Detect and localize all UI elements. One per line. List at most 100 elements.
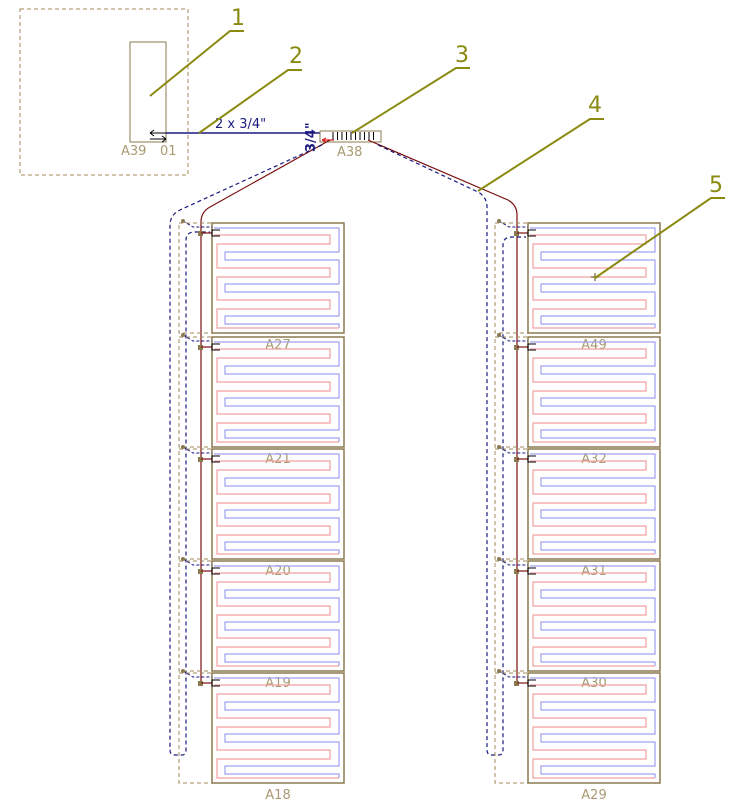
- connection-node: [198, 681, 203, 686]
- return-branch: [182, 446, 212, 454]
- callout-leader: [477, 118, 604, 192]
- panel-outline: [211, 560, 345, 672]
- panel-label: A29: [581, 788, 606, 803]
- panel-connector-icon: [527, 679, 536, 687]
- supply-line-left[interactable]: [200, 139, 331, 683]
- panel-zone-boundary: [178, 336, 213, 448]
- return-node: [181, 557, 185, 561]
- panel-A21[interactable]: A21: [178, 333, 345, 467]
- callout-2: 2: [198, 44, 303, 134]
- panel-zone-boundary: [178, 560, 213, 672]
- source-unit-body: [129, 41, 167, 143]
- return-branch: [498, 670, 528, 678]
- return-loop: [214, 453, 340, 554]
- panel-zone-boundary: [494, 448, 529, 560]
- supply-loop: [530, 460, 655, 555]
- source-unit[interactable]: A39 01: [19, 8, 189, 176]
- supply-line-right[interactable]: [367, 139, 518, 683]
- connection-node: [514, 681, 519, 686]
- return-loop: [530, 227, 656, 328]
- panel-outline: [211, 448, 345, 560]
- return-loop: [214, 677, 340, 778]
- return-branch: [182, 558, 212, 566]
- supply-loop: [214, 460, 339, 555]
- return-branch: [182, 670, 212, 678]
- return-node: [497, 445, 501, 449]
- panel-label: A32: [581, 452, 606, 467]
- return-loop: [530, 565, 656, 666]
- return-node: [497, 669, 501, 673]
- connection-node: [198, 569, 203, 574]
- vertical-pipe-label: 3/4": [304, 122, 319, 152]
- panel-A20[interactable]: A20: [178, 445, 345, 579]
- manifold[interactable]: A38: [319, 130, 382, 160]
- panel-outline: [211, 222, 345, 334]
- panel-outline: [527, 672, 661, 784]
- panel-label: A30: [581, 676, 606, 691]
- return-node: [497, 333, 501, 337]
- panel-A18[interactable]: A18: [178, 669, 345, 803]
- callout-leader: [351, 67, 470, 134]
- return-loop: [214, 565, 340, 666]
- callout-3: 3: [351, 43, 470, 134]
- callout-1: 1: [149, 6, 245, 97]
- return-node: [497, 557, 501, 561]
- panel-outline: [527, 222, 661, 334]
- port-arrows-icon: [149, 129, 167, 143]
- manifold-body: [319, 130, 382, 143]
- supply-loop: [530, 684, 655, 779]
- panel-A49[interactable]: A49: [494, 219, 661, 353]
- connection-node: [514, 569, 519, 574]
- panel-A29[interactable]: A29: [494, 669, 661, 803]
- main-pipe-label: 2 x 3/4": [215, 117, 266, 132]
- callout-leader: [594, 197, 725, 279]
- panel-label: A20: [265, 564, 290, 579]
- panel-A31[interactable]: A31: [494, 445, 661, 579]
- panel-label: A31: [581, 564, 606, 579]
- panel-A30[interactable]: A30: [494, 557, 661, 691]
- panel-zone-boundary: [494, 336, 529, 448]
- callout-number: 3: [455, 43, 469, 68]
- panel-connector-icon: [527, 229, 536, 237]
- panel-label: A19: [265, 676, 290, 691]
- panel-outline: [211, 336, 345, 448]
- callout-number: 2: [289, 44, 303, 69]
- callouts: 1 2 3 4 5: [149, 6, 725, 279]
- panel-zone-boundary: [178, 222, 213, 334]
- panel-outline: [211, 672, 345, 784]
- connection-node: [514, 457, 519, 462]
- return-branch: [182, 334, 212, 342]
- return-loop: [530, 453, 656, 554]
- return-line-left[interactable]: [169, 144, 323, 756]
- supply-loop: [214, 234, 339, 329]
- return-node: [181, 333, 185, 337]
- connection-node: [514, 231, 519, 236]
- return-loop: [214, 341, 340, 442]
- return-node: [181, 219, 185, 223]
- source-unit-boundary: [19, 8, 189, 176]
- callout-5: 5: [594, 173, 725, 279]
- return-node: [181, 669, 185, 673]
- panel-zone-boundary: [494, 222, 529, 334]
- manifold-ports-icon: [332, 132, 374, 140]
- panel-A32[interactable]: A32: [494, 333, 661, 467]
- panel-zone-boundary: [178, 672, 213, 784]
- panel-A19[interactable]: A19: [178, 557, 345, 691]
- panel-A27[interactable]: A27: [178, 219, 345, 353]
- panel-label: A27: [265, 338, 290, 353]
- return-branch: [498, 220, 528, 228]
- panel-label: A49: [581, 338, 606, 353]
- supply-loop: [214, 572, 339, 667]
- panel-connector-icon: [211, 455, 220, 463]
- panel-connector-icon: [211, 229, 220, 237]
- return-branch: [182, 220, 212, 228]
- panel-connector-icon: [211, 567, 220, 575]
- panel-outline: [527, 560, 661, 672]
- supply-loop: [530, 234, 655, 329]
- callout-number: 4: [588, 93, 602, 118]
- connection-node: [198, 457, 203, 462]
- supply-loop: [214, 684, 339, 779]
- callout-leader: [198, 69, 302, 134]
